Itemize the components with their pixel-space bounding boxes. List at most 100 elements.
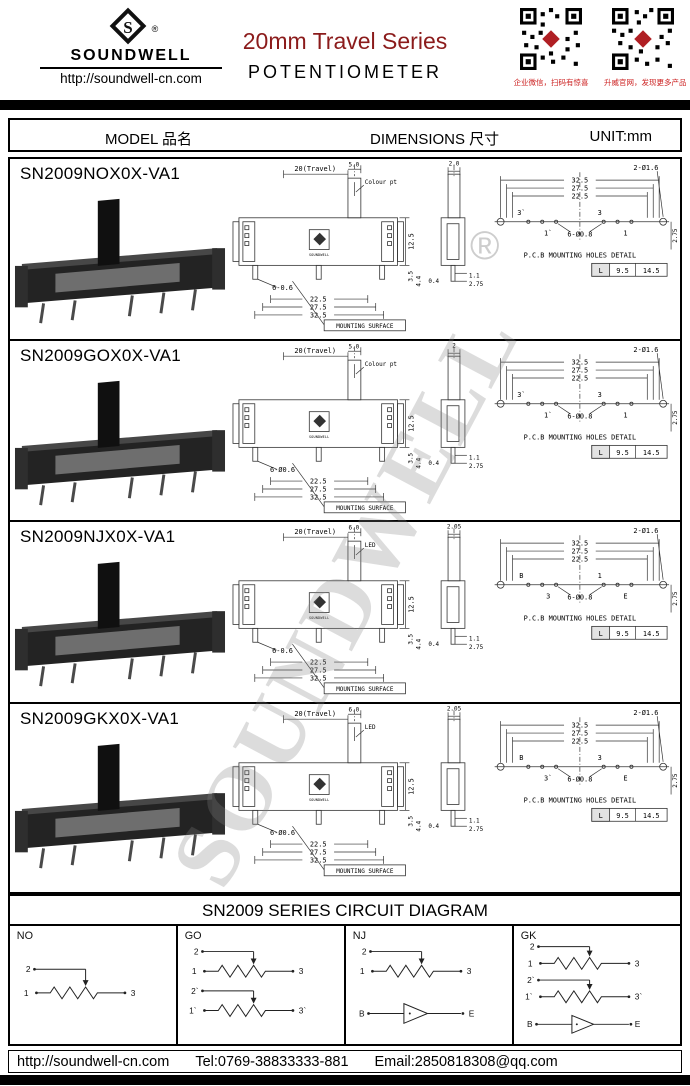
dim-pin-holes: 6-Ø0.6 [270, 829, 295, 837]
dim-side-b1: 0.4 [428, 823, 439, 830]
pcb-terminal-3: E [623, 775, 627, 783]
pcb-small-holes-label: 6-Ø0.8 [567, 231, 592, 239]
dim-side-b1: 0.4 [428, 642, 439, 649]
dim-side-b3: 2.75 [469, 463, 484, 470]
terminal-2: 2 [26, 964, 31, 974]
dim-knob-width: 5.0 [349, 162, 360, 169]
dim-travel: 20(Travel) [294, 347, 336, 355]
l-table-value-1: 9.5 [616, 448, 629, 456]
header-url[interactable]: http://soundwell-cn.com [60, 71, 202, 86]
drawing-logo-label: SOUNDWELL [309, 253, 330, 257]
qr-caption: 企业微信，扫码有惊喜 [513, 78, 589, 87]
circuit-section: SN2009 SERIES CIRCUIT DIAGRAM NO 2 1 3 G… [8, 894, 682, 1046]
mounting-surface-label: MOUNTING SURFACE [336, 504, 394, 511]
pcb-terminal-1: 3 [546, 593, 550, 601]
model-name: SN2009NOX0X-VA1 [20, 164, 181, 183]
circuit-diagram-nj: NJ 2 1 3 B E [353, 930, 475, 1025]
model-row: SN2009NOX0X-VA1 SOUNDWELL [10, 159, 680, 341]
pcb-dim-vertical: 2.75 [672, 591, 679, 606]
terminal-3: 3 [467, 966, 472, 976]
qr-website: 升威官网，发现更多产品 [604, 8, 687, 88]
dim-travel: 20(Travel) [294, 529, 336, 537]
l-table-header: L [599, 630, 603, 638]
footer-bar [0, 1075, 690, 1085]
dim-width-3: 32.5 [310, 311, 327, 319]
pcb-terminal-1: 1` [544, 230, 552, 238]
qr-codes: 企业微信，扫码有惊喜 升威官网，发现更多产品 [512, 8, 687, 88]
terminal-2: 2 [362, 947, 367, 957]
panel-label: NO [17, 930, 33, 942]
pcb-terminal-0: 3` [517, 209, 525, 217]
dim-side-b2: 1.1 [469, 817, 480, 824]
dim-side-b2: 1.1 [469, 636, 480, 643]
pcb-terminal-2: 3 [598, 209, 602, 217]
pcb-small-holes-label: 6-Ø0.8 [567, 412, 592, 420]
dim-side-top: 2 [452, 342, 456, 349]
model-row: SN2009GKX0X-VA1 SOUNDWELL [10, 704, 680, 886]
footer-email[interactable]: Email:2850818308@qq.com [374, 1053, 558, 1070]
column-unit: UNIT:mm [589, 128, 653, 145]
dimension-drawing: SOUNDWELL 20(Travel) 6.0 LED 12.5 3.5 4.… [232, 524, 679, 695]
dim-side-b3: 2.75 [469, 826, 484, 833]
mounting-surface-label: MOUNTING SURFACE [336, 323, 394, 330]
dim-side-top: 2.05 [447, 706, 462, 713]
footer: http://soundwell-cn.com Tel:0769-3883333… [8, 1050, 682, 1073]
pcb-detail-caption: P.C.B MOUNTING HOLES DETAIL [524, 615, 637, 623]
pcb-terminal-0: B [519, 754, 523, 762]
dim-body-height: 12.5 [407, 415, 415, 432]
terminal-2b: 2` [527, 975, 535, 985]
logo-s-letter: S [123, 18, 132, 37]
circuit-title: SN2009 SERIES CIRCUIT DIAGRAM [10, 896, 680, 926]
pcb-dim-1: 22.5 [572, 556, 589, 564]
dim-body-height: 12.5 [407, 597, 415, 614]
brand-name: SOUNDWELL [70, 47, 192, 64]
l-table-header: L [599, 812, 603, 820]
l-table-value-2: 14.5 [643, 267, 660, 275]
dim-pin-1: 3.5 [407, 270, 414, 281]
dim-width-3: 32.5 [310, 856, 327, 864]
pcb-end-holes-label: 2-Ø1.6 [633, 164, 658, 172]
circuit-panel-nj: NJ 2 1 3 B E [346, 926, 514, 1044]
dim-side-b1: 0.4 [428, 460, 439, 467]
dim-width-2: 27.5 [310, 667, 327, 675]
terminal-3: 3 [635, 958, 640, 968]
circuit-diagram-no: NO 2 1 3 [17, 930, 136, 1000]
dim-width-1: 22.5 [310, 659, 327, 667]
footer-url[interactable]: http://soundwell-cn.com [17, 1053, 170, 1070]
product-type-title: POTENTIOMETER [247, 62, 442, 82]
pcb-terminal-2: 3 [598, 754, 602, 762]
dim-side-b2: 1.1 [469, 272, 480, 279]
table-header: MODEL 品名 DIMENSIONS 尺寸 UNIT:mm [8, 118, 682, 152]
pcb-dim-vertical: 2.75 [672, 410, 679, 425]
dimension-drawing: SOUNDWELL 20(Travel) 6.0 LED 12.5 3.5 4.… [232, 706, 679, 877]
pcb-terminal-1: 1` [544, 411, 552, 419]
qr-caption: 升威官网，发现更多产品 [604, 78, 687, 87]
circuit-panel-go: GO 2 1 3 2` 1` 3` [178, 926, 346, 1044]
knob-callout-label: LED [365, 724, 376, 731]
pcb-terminal-2: 3 [598, 391, 602, 399]
panel-label: GO [185, 930, 202, 942]
dim-knob-width: 6.0 [349, 525, 360, 532]
dimension-drawing: SOUNDWELL 20(Travel) 5.0 Colour pt 12.5 … [232, 342, 679, 513]
pcb-dim-3: 32.5 [572, 722, 589, 730]
dim-pin-holes: 6-Ø0.6 [270, 466, 295, 474]
terminal-e: E [469, 1008, 475, 1018]
qr-code-icon [612, 8, 674, 70]
column-dimensions: DIMENSIONS 尺寸 [370, 131, 500, 148]
registered-mark: ® [151, 24, 159, 34]
pcb-detail-caption: P.C.B MOUNTING HOLES DETAIL [524, 797, 637, 805]
dim-travel: 20(Travel) [294, 165, 336, 173]
mounting-surface-label: MOUNTING SURFACE [336, 868, 394, 875]
soundwell-diamond-logo-icon: S [109, 7, 147, 45]
product-photo [14, 198, 226, 324]
pcb-terminal-3: 1 [623, 230, 627, 238]
dim-pin-1: 3.5 [407, 634, 414, 645]
knob-callout-label: Colour pt [365, 179, 397, 186]
dim-side-top: 2.0 [449, 161, 460, 168]
l-table-header: L [599, 267, 603, 275]
model-row: SN2009GOX0X-VA1 SOUNDWELL [10, 341, 680, 523]
dim-pin-2: 4.4 [415, 639, 422, 650]
header: S ® SOUNDWELL http://soundwell-cn.com 20… [8, 4, 687, 98]
dim-width-1: 22.5 [310, 477, 327, 485]
qr-code-icon [520, 8, 582, 70]
